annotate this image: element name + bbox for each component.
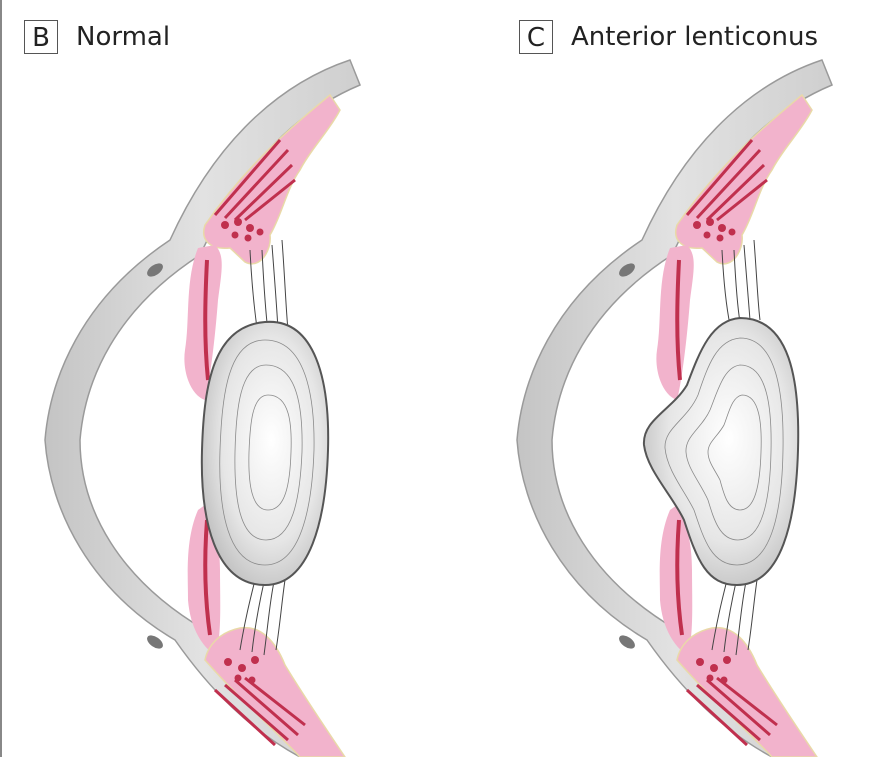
panel-normal — [45, 60, 360, 757]
panel-label-normal: B Normal — [24, 20, 170, 54]
panel-letter-b: B — [24, 20, 58, 54]
panel-letter-c: C — [519, 20, 553, 54]
lens-normal — [202, 322, 328, 585]
panel-anterior-lenticonus — [517, 60, 832, 757]
panel-title-normal: Normal — [76, 22, 170, 52]
panel-title-lenticonus: Anterior lenticonus — [571, 22, 818, 52]
panel-label-lenticonus: C Anterior lenticonus — [519, 20, 818, 54]
